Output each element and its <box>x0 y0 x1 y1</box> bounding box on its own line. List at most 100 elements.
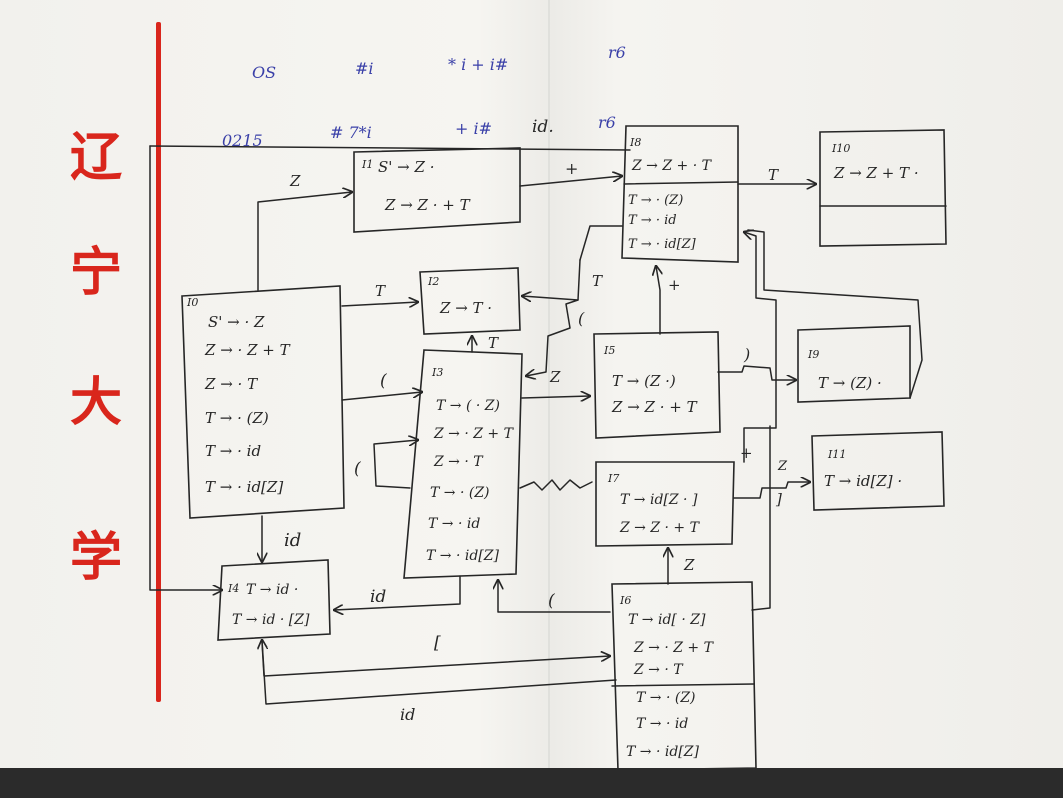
state-i8-divider <box>623 181 739 185</box>
edge-label-plus-1-8: + <box>565 159 578 178</box>
edge-label-rp-5-9: ) <box>743 345 750 364</box>
edge-label-lp-6-3: ( <box>548 591 555 611</box>
state-i7-item-2: Z → Z · + T <box>619 520 701 536</box>
edge-i7-i11 <box>733 482 810 499</box>
state-i4-item-2: T → id · [Z] <box>232 612 310 628</box>
state-i0-label: I0 <box>186 296 198 309</box>
edge-label-plus-5-8: + <box>668 276 681 294</box>
state-i6-label: I6 <box>619 594 631 607</box>
edge-i3-i4 <box>334 575 461 610</box>
table-edge-shadow <box>0 768 1063 798</box>
edge-i0-i3 <box>341 392 422 401</box>
state-i11: I11 T → id[Z] · <box>811 431 945 511</box>
edge-label-z-0-1: Z <box>289 172 301 190</box>
state-i3-item-1: T → ( · Z) <box>436 398 500 414</box>
state-i0-item-5: T → · id <box>205 442 261 460</box>
state-i10: I10 Z → Z + T · <box>819 129 947 247</box>
state-i4-item-1: T → id · <box>246 582 298 598</box>
note-row2-2: # 7*i <box>330 123 372 142</box>
margin-stamp: 辽 宁 大 学 <box>70 127 122 588</box>
edge-label-t-3-2: T <box>488 334 499 352</box>
state-i6-item-1: T → id[ · Z] <box>628 612 706 628</box>
left-return-arrow <box>149 145 222 590</box>
state-i0-item-3: Z → · T <box>204 375 258 393</box>
edge-label-id-6-4: id <box>400 705 415 724</box>
state-i7-label: I7 <box>607 472 619 485</box>
state-i6-item-2: Z → · Z + T <box>633 640 715 656</box>
state-i3-item-2: Z → · Z + T <box>433 426 515 442</box>
state-i3-item-4: T → · (Z) <box>430 485 490 501</box>
edge-i0-i2 <box>341 302 418 306</box>
red-margin-line <box>156 22 161 702</box>
state-i6-divider <box>611 683 755 687</box>
edge-label-lp-8-3: ( <box>578 309 585 328</box>
edge-i6-right-route <box>751 425 771 611</box>
state-i6: I6 T → id[ · Z] Z → · Z + T Z → · T T → … <box>611 581 757 771</box>
edge-i6-i2 <box>522 296 579 300</box>
note-row2-4: id. <box>532 117 554 137</box>
edge-i5-i8 <box>656 266 660 335</box>
edge-i6-i4 <box>262 640 617 705</box>
state-i3-item-5: T → · id <box>428 516 480 532</box>
state-i8-label: I8 <box>629 136 641 149</box>
state-i7: I7 T → id[Z · ] Z → Z · + T <box>595 461 735 547</box>
stamp-char-3: 大 <box>70 372 122 433</box>
edge-label-id-0-4: id <box>284 530 301 551</box>
edge-label-t-8-10: T <box>768 166 779 184</box>
state-i6-item-3: Z → · T <box>633 662 684 678</box>
state-i1-item-2: Z → Z · + T <box>384 196 471 214</box>
state-i4-label: I4 <box>227 582 239 595</box>
state-i0-item-6: T → · id[Z] <box>205 478 283 496</box>
state-i11-label: I11 <box>827 448 846 461</box>
state-i1: I1 S' → Z · Z → Z · + T <box>353 147 521 233</box>
edge-label-lp-0-3: ( <box>380 371 387 391</box>
state-i5: I5 T → (Z ·) Z → Z · + T <box>593 331 721 439</box>
state-i9: I9 T → (Z) · <box>797 325 911 403</box>
edge-label-z-3-5: Z <box>549 368 561 386</box>
state-i10-label: I10 <box>831 142 850 155</box>
state-i0-item-2: Z → · Z + T <box>204 341 291 359</box>
stamp-char-2: 宁 <box>70 242 122 303</box>
note-row1-2: #i <box>355 59 374 78</box>
note-row1-4: r6 <box>608 43 626 62</box>
edge-label-z-6-7: Z <box>683 556 695 574</box>
state-i2: I2 Z → T · <box>419 267 521 335</box>
state-i4: I4 T → id · T → id · [Z] <box>217 559 331 641</box>
edge-label-z-small: Z <box>777 459 788 474</box>
state-i3: I3 T → ( · Z) Z → · Z + T Z → · T T → · … <box>403 349 523 579</box>
stamp-char-1: 辽 <box>70 127 122 188</box>
stamp-char-4: 学 <box>70 527 122 588</box>
state-i8-item-4: T → · id[Z] <box>628 237 697 252</box>
note-row1-3: * i + i# <box>448 55 508 74</box>
edge-i1-i8 <box>519 176 622 187</box>
top-connector-line <box>149 145 631 151</box>
state-i3-label: I3 <box>431 366 443 379</box>
note-row2-1: 0215 <box>222 131 263 150</box>
state-i5-item-1: T → (Z ·) <box>612 372 676 390</box>
edge-i8-i3 <box>526 259 581 376</box>
state-i8-item-1: Z → Z + · T <box>631 158 713 174</box>
edge-i3-i7-scribble <box>519 479 593 491</box>
edge-label-t-top: T <box>592 272 603 290</box>
state-i6-item-5: T → · id <box>636 716 688 732</box>
note-row2-3: + i# <box>455 119 492 138</box>
state-i2-item-1: Z → T · <box>439 299 492 317</box>
state-i6-item-4: T → · (Z) <box>636 690 696 706</box>
state-i8-item-2: T → · (Z) <box>628 193 683 208</box>
state-i10-item-1: Z → Z + T · <box>833 164 919 182</box>
state-i1-label: I1 <box>361 158 373 171</box>
state-i5-label: I5 <box>603 344 615 357</box>
edge-i3-i5 <box>521 396 590 398</box>
state-i5-item-2: Z → Z · + T <box>611 398 698 416</box>
page-fold <box>548 0 550 768</box>
note-row1-1: OS <box>252 63 276 82</box>
header-notes: OS #i * i + i# r6 0215 # 7*i + i# id. r6 <box>222 43 626 150</box>
state-i9-item-1: T → (Z) · <box>818 374 882 392</box>
edge-i7-i8 <box>744 232 777 463</box>
state-i0-item-1: S' → · Z <box>208 313 265 331</box>
edge-label-rb-7-11: ] <box>775 490 782 508</box>
edge-label-plus-7-8: + <box>740 444 753 462</box>
edge-label-t-0-2: T <box>375 282 386 300</box>
